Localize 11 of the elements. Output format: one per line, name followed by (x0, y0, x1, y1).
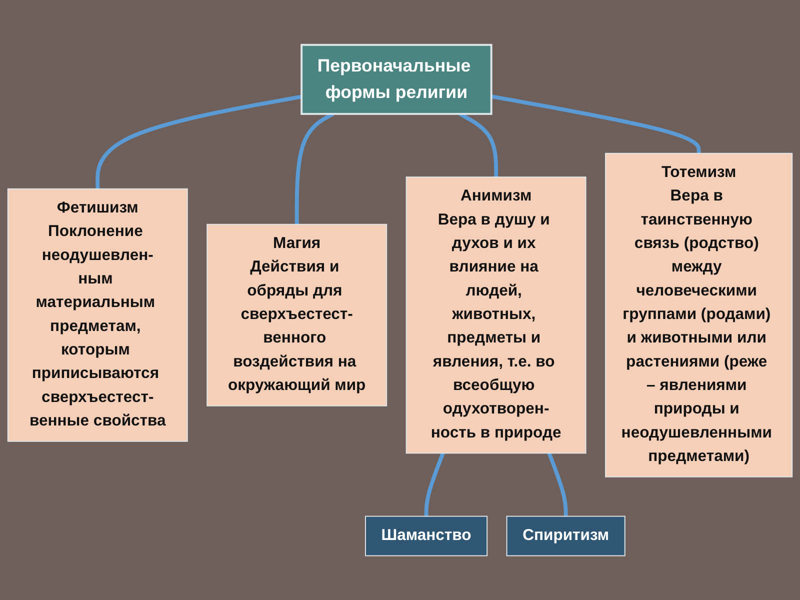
node-box: Шаманство (364, 515, 488, 556)
connector (424, 452, 445, 516)
node-box: Фетишизм Поклонение неодушевлен-ным материальным предметам, которым приписываются сверхъестест-венные свойства (7, 188, 188, 442)
connector (490, 94, 701, 154)
node-box: Магия Действия и обряды для сверхъестест-венного воздействия на окружающий мир (206, 224, 388, 406)
connector (96, 94, 302, 189)
connector (547, 452, 568, 516)
node-box: Тотемизм Вера в таинственную связь (родство) между человеческими группами (родами) и животными или растениями (реже – явлениями природы и неодушевленными предметами) (605, 152, 793, 478)
node-box: Первоначальные формы религии (300, 44, 492, 115)
node-box: Анимизм Вера в душу и духов и их влияние на людей, животных, предметы и явления, т.е. во всеобщую одухотворен-ность в природе (406, 176, 586, 454)
node-box: Спиритизм (506, 515, 626, 556)
